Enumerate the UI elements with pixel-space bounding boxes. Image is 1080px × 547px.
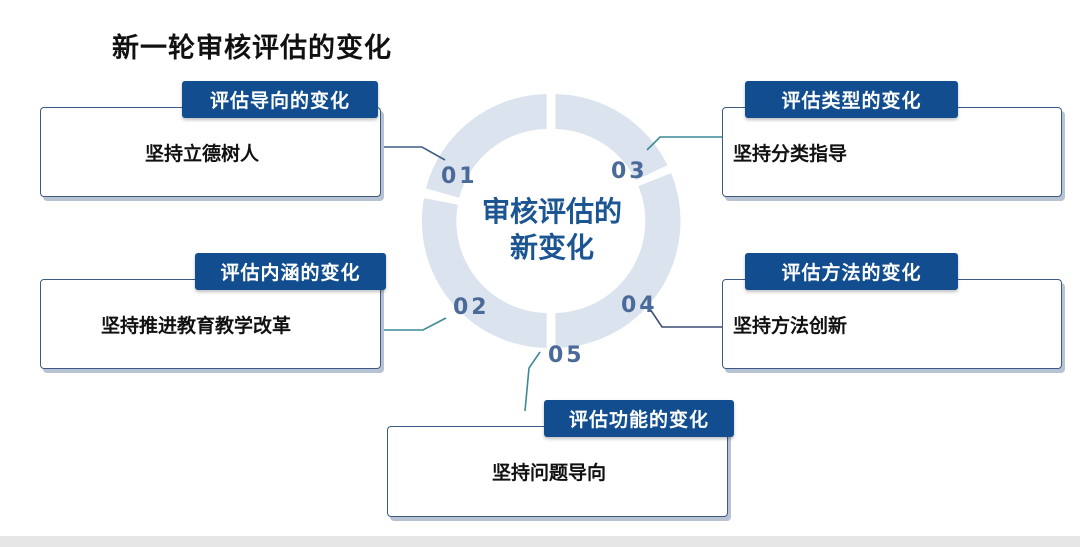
ring-segment-4 (555, 173, 681, 348)
item-text-04: 坚持方法创新 (733, 314, 848, 337)
connector-04 (649, 308, 722, 328)
item-tag-04: 评估方法的变化 (745, 253, 958, 290)
item-text-02: 坚持推进教育教学改革 (101, 314, 292, 337)
connector-01 (381, 146, 446, 161)
item-card-01: 坚持立德树人 (40, 107, 381, 197)
ring-segment-2 (421, 198, 547, 348)
item-card-03: 坚持分类指导 (722, 107, 1062, 197)
ring-segment-3 (555, 94, 668, 181)
ring (421, 94, 681, 348)
connector-05 (524, 351, 541, 412)
item-tag-01: 评估导向的变化 (182, 81, 378, 118)
item-card-02: 坚持推进教育教学改革 (40, 279, 381, 369)
item-tag-02: 评估内涵的变化 (195, 253, 386, 290)
item-text-03: 坚持分类指导 (733, 142, 848, 165)
number-01: 01 (441, 164, 478, 189)
center-title-line1: 审核评估的 (481, 195, 622, 228)
bottom-bar (0, 536, 1080, 547)
item-text-01: 坚持立德树人 (145, 142, 260, 165)
item-tag-03: 评估类型的变化 (745, 81, 958, 118)
number-03: 03 (611, 159, 648, 184)
connector-03 (646, 136, 722, 151)
item-card-05: 坚持问题导向 (387, 426, 728, 517)
center-title-line2: 新变化 (509, 231, 594, 264)
item-tag-05: 评估功能的变化 (544, 400, 734, 437)
ring-segment-1 (425, 94, 547, 198)
center-title: 审核评估的 新变化 (467, 194, 637, 266)
ring-center (460, 130, 642, 312)
item-text-05: 坚持问题导向 (492, 462, 607, 484)
number-05: 05 (548, 343, 585, 368)
page-title: 新一轮审核评估的变化 (112, 33, 392, 64)
number-04: 04 (621, 293, 658, 318)
item-card-04: 坚持方法创新 (722, 279, 1062, 369)
connector-02 (381, 317, 447, 331)
number-02: 02 (453, 295, 490, 320)
